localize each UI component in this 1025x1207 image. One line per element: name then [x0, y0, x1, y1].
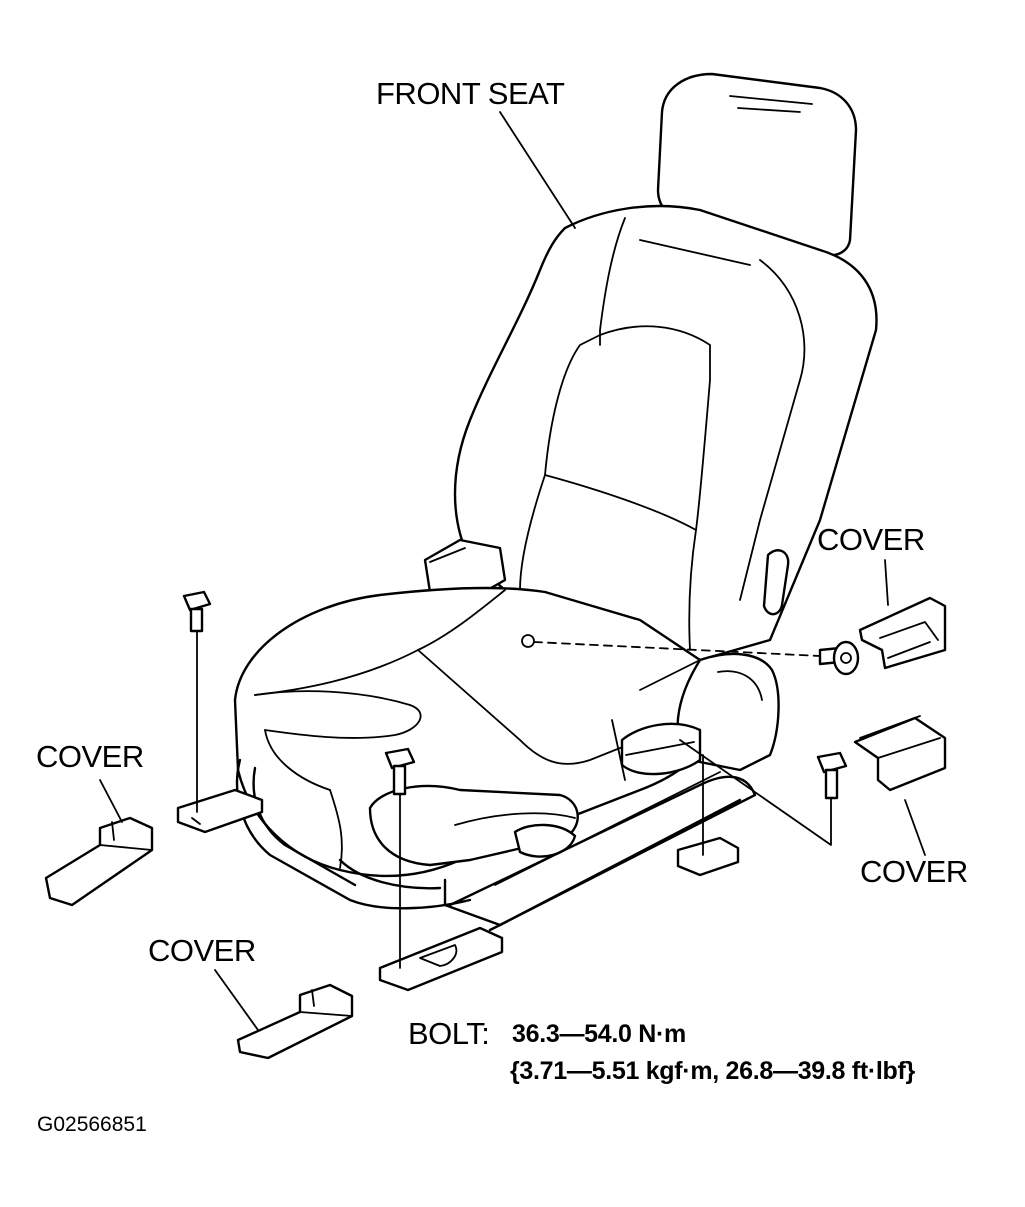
slide-lever: [368, 784, 579, 867]
bolt-label: BOLT:: [408, 1016, 490, 1051]
mount-hole: [521, 634, 535, 648]
front-seat-label: FRONT SEAT: [376, 76, 565, 111]
seat-rails: [176, 758, 757, 992]
label-leaders: [99, 111, 926, 1031]
cover-label-bottom: COVER: [148, 933, 256, 968]
torque-spec-primary: 36.3—54.0 N·m: [512, 1020, 686, 1048]
bolt-cushion: [818, 640, 860, 676]
side-trim: [620, 652, 780, 776]
torque-spec-secondary: {3.71—5.51 kgf·m, 26.8—39.8 ft·lbf}: [510, 1057, 915, 1085]
bolt-left: [182, 590, 212, 633]
bolt-center: [384, 747, 416, 796]
cover-upper-right-part: [858, 596, 947, 670]
cover-bottom-part: [236, 983, 354, 1060]
cover-lower-right-part: [853, 715, 947, 792]
cover-label-left: COVER: [36, 739, 144, 774]
bolt-right: [816, 751, 848, 800]
cover-label-upper-right: COVER: [817, 522, 925, 557]
cover-left-part: [44, 816, 154, 907]
figure-id: G02566851: [37, 1113, 147, 1136]
bolt-leader-lines: [196, 630, 832, 969]
seat-back: [453, 204, 878, 662]
cover-label-lower-right: COVER: [860, 854, 968, 889]
